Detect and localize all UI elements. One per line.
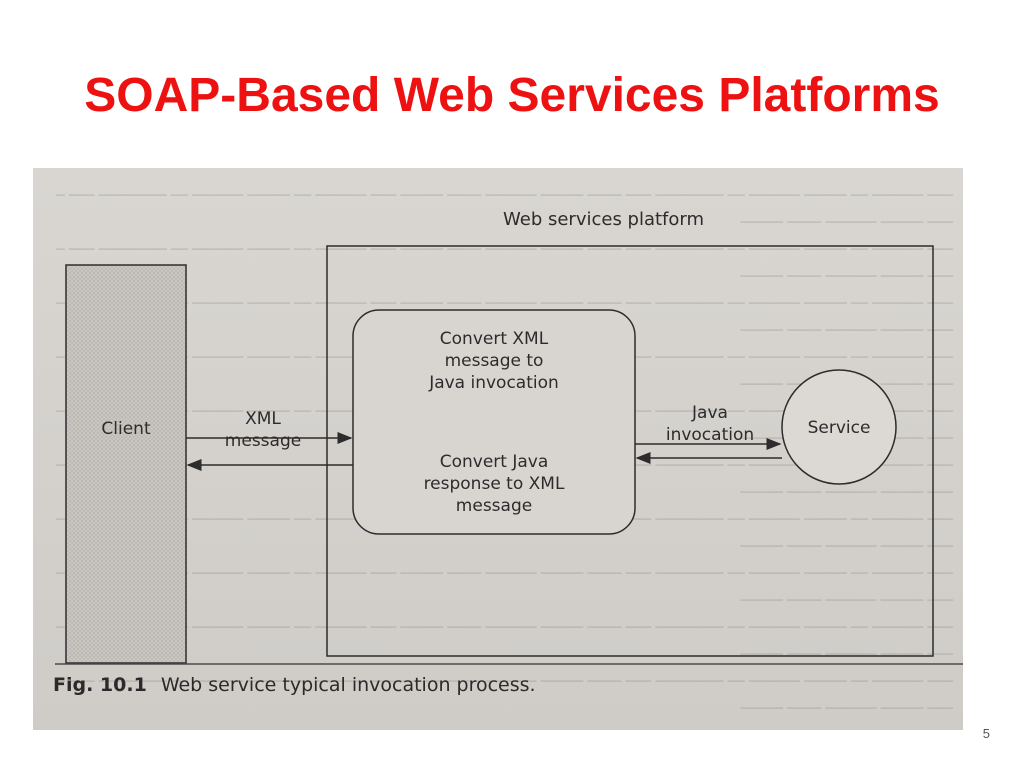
- caption-text: Web service typical invocation process.: [160, 674, 536, 696]
- platform-frame: [326, 245, 934, 657]
- caption-number: Fig. 10.1: [53, 674, 147, 696]
- service-label: Service: [807, 418, 871, 438]
- convert-java-label: Convert Java response to XML message: [423, 452, 565, 516]
- page-number: 5: [982, 726, 990, 741]
- invocation-diagram: [55, 245, 963, 665]
- service-circle: [781, 369, 897, 485]
- convert-xml-label: Convert XML message to Java invocation: [429, 329, 559, 393]
- java-invocation-label: Java invocation: [665, 403, 755, 445]
- figure-caption: Fig. 10.1 Web service typical invocation …: [53, 674, 536, 696]
- slide-title: SOAP-Based Web Services Platforms: [84, 69, 940, 122]
- client-label: Client: [101, 419, 151, 439]
- platform-label: Web services platform: [503, 209, 705, 230]
- scanned-figure: –— ‒–—— ‒– ——– ‒—–— –‒ —–——– ‒— –—‒ —–— …: [33, 168, 963, 730]
- xml-message-label: XML message: [224, 409, 302, 451]
- client-box: [65, 264, 187, 664]
- converter-box: [352, 309, 636, 535]
